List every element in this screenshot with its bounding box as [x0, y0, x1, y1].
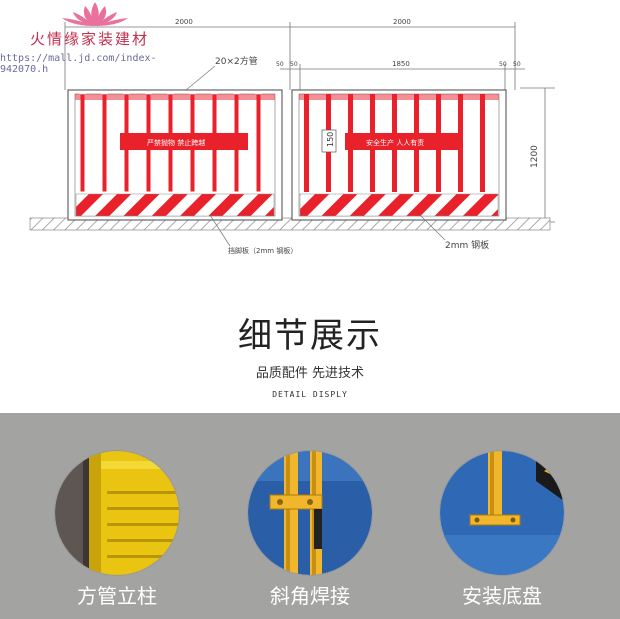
- fence-panel-right: 安全生产 人人有责 150: [291, 89, 507, 221]
- detail-label-square-tube: 方管立柱: [77, 584, 157, 608]
- section-title: 细节展示: [238, 316, 382, 356]
- dim-height: 1200: [530, 145, 540, 168]
- sign-height-label: 150: [326, 132, 335, 147]
- angle-weld-photo: [248, 451, 372, 575]
- plate-note-left: 挡脚板（2mm 钢板）: [228, 246, 297, 255]
- square-tube-post-photo: [55, 451, 179, 575]
- dim-offset-c: 50: [499, 61, 507, 68]
- watermark-shop-name: 火情缘家装建材: [30, 30, 150, 48]
- section-subtitle: 品质配件 先进技术: [255, 366, 365, 381]
- dimension-lines: [64, 22, 555, 223]
- detail-label-angle-weld: 斜角焊接: [270, 584, 350, 608]
- base-plate-photo: [440, 451, 564, 575]
- plate-note-right: 2mm 钢板: [445, 239, 489, 251]
- detail-item-square-tube: 方管立柱: [47, 413, 187, 619]
- sign-right-text: 安全生产 人人有责: [366, 138, 424, 147]
- tube-note: 20×2方管: [215, 55, 258, 67]
- watermark-url: https://mall.jd.com/index-942070.h: [0, 53, 157, 75]
- sign-left-text: 严禁抛物 禁止跨越: [147, 138, 205, 147]
- detail-band: 方管立柱 斜角焊接: [0, 413, 620, 619]
- lotus-logo-icon: [62, 2, 128, 26]
- fence-drawing: 2000 2000 1850 50 50 50 50 1200 20×2方管 严…: [29, 18, 555, 255]
- watermark: 火情缘家装建材 https://mall.jd.com/index-942070…: [0, 0, 190, 75]
- dim-right-width: 2000: [393, 18, 411, 26]
- ground-strip: [29, 217, 551, 231]
- detail-label-base-plate: 安装底盘: [462, 584, 542, 608]
- fence-panel-left: 严禁抛物 禁止跨越: [67, 89, 283, 221]
- dim-offset-a: 50: [276, 61, 284, 68]
- detail-item-base-plate: 安装底盘: [432, 413, 572, 619]
- dim-left-width: 2000: [175, 18, 193, 26]
- section-subtitle-en: DETAIL DISPLY: [272, 390, 348, 399]
- detail-item-angle-weld: 斜角焊接: [240, 413, 380, 619]
- dim-inner-width: 1850: [392, 60, 410, 68]
- dim-offset-d: 50: [513, 61, 521, 68]
- dim-offset-b: 50: [290, 61, 298, 68]
